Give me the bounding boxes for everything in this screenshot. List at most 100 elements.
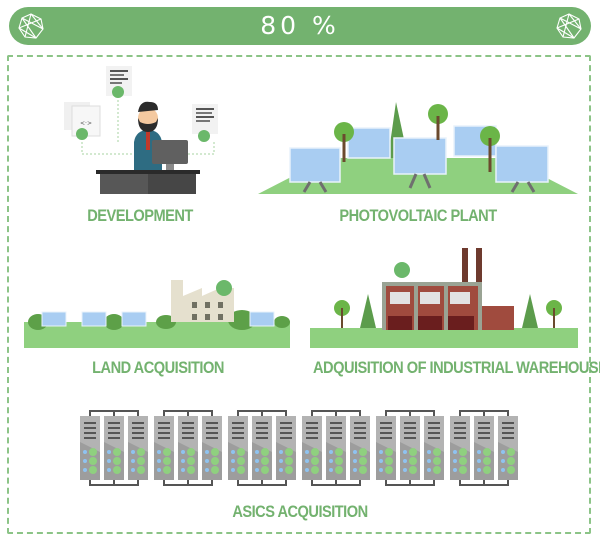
asic-power-led (459, 466, 467, 474)
asic-power-led (359, 466, 367, 474)
asic-status-led (181, 468, 185, 472)
asic-status-led (501, 450, 505, 454)
asic-power-led (335, 448, 343, 456)
asic-status-led (131, 468, 135, 472)
asic-status-led (255, 450, 259, 454)
asic-power-led (285, 466, 293, 474)
asic-power-led (459, 448, 467, 456)
asic-status-led (157, 468, 161, 472)
asic-power-led (359, 457, 367, 465)
asic-power-led (163, 457, 171, 465)
asic-status-led (453, 459, 457, 463)
asic-status-led (181, 450, 185, 454)
asic-status-led (427, 468, 431, 472)
asic-status-led (329, 468, 333, 472)
asic-status-led (157, 459, 161, 463)
asic-status-led (107, 468, 111, 472)
caption-development: DEVELOPMENT (87, 206, 193, 225)
asic-status-led (403, 450, 407, 454)
asic-status-led (329, 459, 333, 463)
asic-power-led (507, 466, 515, 474)
asic-status-led (403, 459, 407, 463)
asic-power-led (113, 457, 121, 465)
asic-status-led (379, 459, 383, 463)
asic-power-led (409, 466, 417, 474)
asic-status-led (107, 459, 111, 463)
asic-status-led (83, 468, 87, 472)
asic-power-led (187, 466, 195, 474)
caption-photovoltaic-plant: PHOTOVOLTAIC PLANT (339, 206, 497, 225)
asic-status-led (231, 468, 235, 472)
asic-power-led (409, 457, 417, 465)
asics-illustration (80, 408, 520, 488)
asic-status-led (477, 450, 481, 454)
asic-status-led (131, 450, 135, 454)
asic-power-led (137, 448, 145, 456)
industrial-warehouse-illustration (310, 244, 578, 348)
asic-power-led (137, 457, 145, 465)
progress-percent: 80 % (260, 11, 340, 40)
asic-status-led (329, 450, 333, 454)
asic-power-led (285, 448, 293, 456)
asic-power-led (163, 466, 171, 474)
asic-power-led (385, 457, 393, 465)
asic-status-led (83, 459, 87, 463)
asic-status-led (379, 468, 383, 472)
asic-power-led (459, 457, 467, 465)
asic-power-led (483, 448, 491, 456)
network-polyhedron-icon (18, 13, 44, 39)
asic-power-led (137, 466, 145, 474)
asic-status-led (131, 459, 135, 463)
asic-status-led (477, 459, 481, 463)
asic-status-led (279, 468, 283, 472)
asic-power-led (507, 448, 515, 456)
asic-status-led (107, 450, 111, 454)
asic-status-led (305, 459, 309, 463)
asic-status-led (353, 459, 357, 463)
asic-status-led (501, 459, 505, 463)
progress-bar: 80 % (9, 7, 591, 45)
caption-asics-acquisition: ASICS ACQUISITION (232, 502, 368, 521)
asic-status-led (205, 468, 209, 472)
asic-power-led (311, 457, 319, 465)
asic-power-led (385, 448, 393, 456)
asic-power-led (433, 448, 441, 456)
asic-status-led (453, 468, 457, 472)
network-polyhedron-icon (556, 13, 582, 39)
asic-status-led (205, 459, 209, 463)
asic-power-led (261, 457, 269, 465)
land-acquisition-illustration (24, 276, 290, 348)
asic-status-led (181, 459, 185, 463)
asic-power-led (507, 457, 515, 465)
asic-power-led (285, 457, 293, 465)
asic-power-led (211, 457, 219, 465)
development-illustration: <·> (60, 62, 220, 197)
asic-status-led (477, 468, 481, 472)
asic-power-led (237, 448, 245, 456)
asic-status-led (353, 450, 357, 454)
asic-power-led (211, 448, 219, 456)
caption-industrial-warehouse: ADQUISITION OF INDUSTRIAL WAREHOUSE (313, 358, 600, 377)
asic-power-led (89, 466, 97, 474)
asic-power-led (211, 466, 219, 474)
asic-status-led (231, 459, 235, 463)
asic-status-led (427, 450, 431, 454)
asic-power-led (335, 457, 343, 465)
asic-status-led (379, 450, 383, 454)
asic-status-led (305, 468, 309, 472)
asic-status-led (157, 450, 161, 454)
asic-power-led (359, 448, 367, 456)
asic-power-led (385, 466, 393, 474)
asic-power-led (187, 448, 195, 456)
asic-status-led (353, 468, 357, 472)
asic-status-led (279, 450, 283, 454)
caption-land-acquisition: LAND ACQUISITION (92, 358, 224, 377)
asic-status-led (403, 468, 407, 472)
asic-power-led (261, 466, 269, 474)
asic-power-led (237, 457, 245, 465)
asic-power-led (311, 448, 319, 456)
asic-status-led (83, 450, 87, 454)
asic-power-led (89, 457, 97, 465)
photovoltaic-plant-illustration (258, 98, 578, 196)
asic-status-led (453, 450, 457, 454)
